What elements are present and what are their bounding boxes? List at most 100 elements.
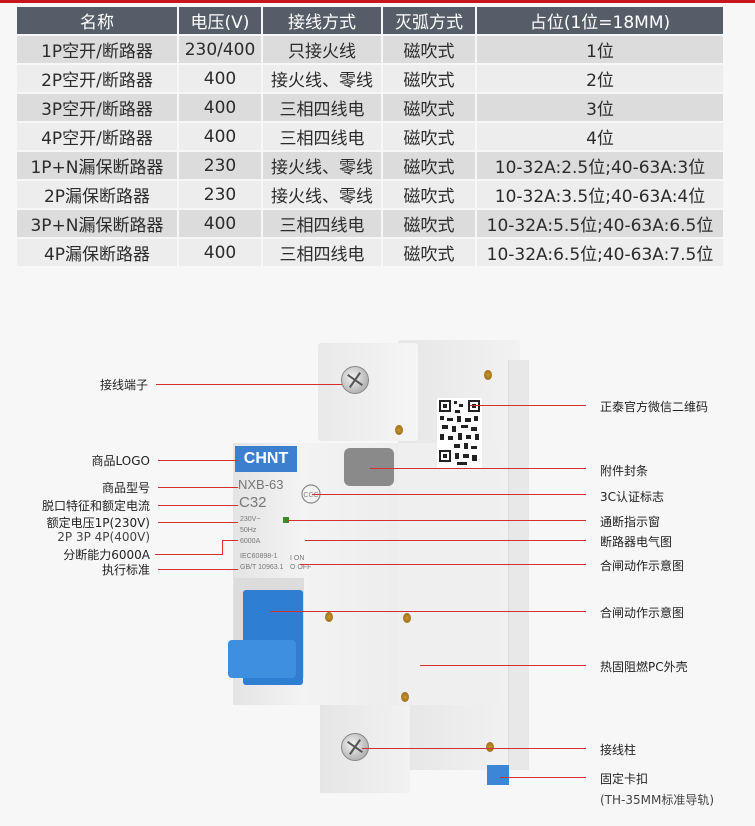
breaker-side-face — [398, 443, 498, 705]
table-cell: 1位 — [477, 36, 723, 63]
leader-line — [155, 554, 223, 555]
table-cell: 磁吹式 — [383, 152, 475, 179]
label-diagram: 断路器电气图 — [600, 535, 673, 549]
table-cell: 2P漏保断路器 — [17, 181, 177, 208]
table-cell: 磁吹式 — [383, 210, 475, 237]
label-action-2: 合闸动作示意图 — [600, 606, 685, 620]
leader-line — [158, 522, 238, 523]
brass-pin-icon — [486, 742, 494, 752]
label-logo: 商品LOGO — [91, 454, 150, 468]
leader-line — [158, 505, 238, 506]
table-cell: 3P+N漏保断路器 — [17, 210, 177, 237]
leader-line — [370, 468, 586, 469]
table-cell: 接火线、零线 — [263, 65, 381, 92]
label-model: 商品型号 — [101, 481, 150, 495]
label-accessory: 附件封条 — [600, 464, 649, 478]
status-indicator-window — [283, 517, 289, 523]
table-cell: 400 — [179, 94, 261, 121]
table-cell: 3位 — [477, 94, 723, 121]
table-cell: 三相四线电 — [263, 239, 381, 266]
table-cell: 磁吹式 — [383, 36, 475, 63]
table-cell: 4P空开/断路器 — [17, 123, 177, 150]
leader-line — [287, 520, 586, 521]
label-action-1: 合闸动作示意图 — [600, 559, 685, 573]
col-header-name: 名称 — [17, 7, 177, 34]
table-cell: 400 — [179, 239, 261, 266]
table-cell: 3P空开/断路器 — [17, 94, 177, 121]
table-cell: 10-32A:3.5位;40-63A:4位 — [477, 181, 723, 208]
rail-clip — [487, 765, 509, 785]
leader-line — [222, 540, 223, 554]
leader-line — [222, 540, 238, 541]
top-screw-icon — [341, 366, 369, 394]
label-qr: 正泰官方微信二维码 — [600, 400, 709, 414]
label-post: 接线柱 — [600, 743, 637, 757]
table-cell: 三相四线电 — [263, 94, 381, 121]
qr-code-icon — [437, 398, 482, 468]
brass-pin-icon — [395, 425, 403, 435]
brass-pin-icon — [401, 692, 409, 702]
rating-text: C32 — [239, 494, 267, 511]
table-cell: 接火线、零线 — [263, 181, 381, 208]
accessory-seal — [344, 448, 394, 486]
table-cell: 10-32A:2.5位;40-63A:3位 — [477, 152, 723, 179]
table-cell: 230/400 — [179, 36, 261, 63]
blue-handle-tip — [228, 640, 296, 678]
table-header-row: 名称 电压(V) 接线方式 灭弧方式 占位(1位=18MM) — [17, 7, 723, 34]
label-breaking: 分断能力6000A — [63, 548, 150, 562]
table-cell: 400 — [179, 210, 261, 237]
model-text: NXB-63 — [238, 477, 284, 492]
label-window: 通断指示窗 — [600, 515, 661, 529]
table-cell: 磁吹式 — [383, 239, 475, 266]
top-accent-line — [0, 0, 755, 3]
table-cell: 10-32A:6.5位;40-63A:7.5位 — [477, 239, 723, 266]
label-shell: 热固阻燃PC外壳 — [600, 660, 688, 674]
table-cell: 2位 — [477, 65, 723, 92]
label-trip: 脱口特征和额定电流 — [41, 499, 150, 513]
brand-logo: CHNT — [235, 446, 297, 472]
capacity-text: 6000A — [240, 538, 261, 545]
svg-text:CCC: CCC — [303, 492, 318, 499]
table-cell: 10-32A:5.5位;40-63A:6.5位 — [477, 210, 723, 237]
label-terminal: 接线端子 — [99, 378, 148, 392]
table-cell: 2P空开/断路器 — [17, 65, 177, 92]
table-cell: 磁吹式 — [383, 123, 475, 150]
col-header-voltage: 电压(V) — [179, 7, 261, 34]
table-cell: 1P空开/断路器 — [17, 36, 177, 63]
table-cell: 400 — [179, 65, 261, 92]
table-cell: 磁吹式 — [383, 65, 475, 92]
voltage-text: 230V~ — [240, 516, 261, 523]
label-rail: (TH-35MM标准导轨) — [600, 793, 715, 807]
leader-line — [270, 611, 586, 612]
label-rated-2: 2P 3P 4P(400V) — [57, 530, 150, 544]
leader-line — [362, 748, 586, 749]
col-header-arc: 灭弧方式 — [383, 7, 475, 34]
brass-pin-icon — [325, 612, 333, 622]
label-clip: 固定卡扣 — [600, 772, 649, 786]
table-cell: 1P+N漏保断路器 — [17, 152, 177, 179]
leader-line — [500, 777, 586, 778]
breaker-side-rail — [508, 360, 529, 770]
leader-line — [312, 494, 586, 495]
leader-line — [158, 569, 238, 570]
brass-pin-icon — [484, 370, 492, 380]
label-ccc: 3C认证标志 — [600, 490, 665, 504]
frequency-text: 50Hz — [240, 527, 257, 534]
on-text: I ON — [290, 555, 305, 562]
label-rated: 额定电压1P(230V) — [46, 516, 150, 530]
table-cell: 三相四线电 — [263, 210, 381, 237]
table-cell: 磁吹式 — [383, 94, 475, 121]
leader-line — [420, 665, 586, 666]
leader-line — [470, 405, 586, 406]
table-cell: 只接火线 — [263, 36, 381, 63]
standard-text-2: GB/T 10963.1 — [240, 564, 284, 571]
